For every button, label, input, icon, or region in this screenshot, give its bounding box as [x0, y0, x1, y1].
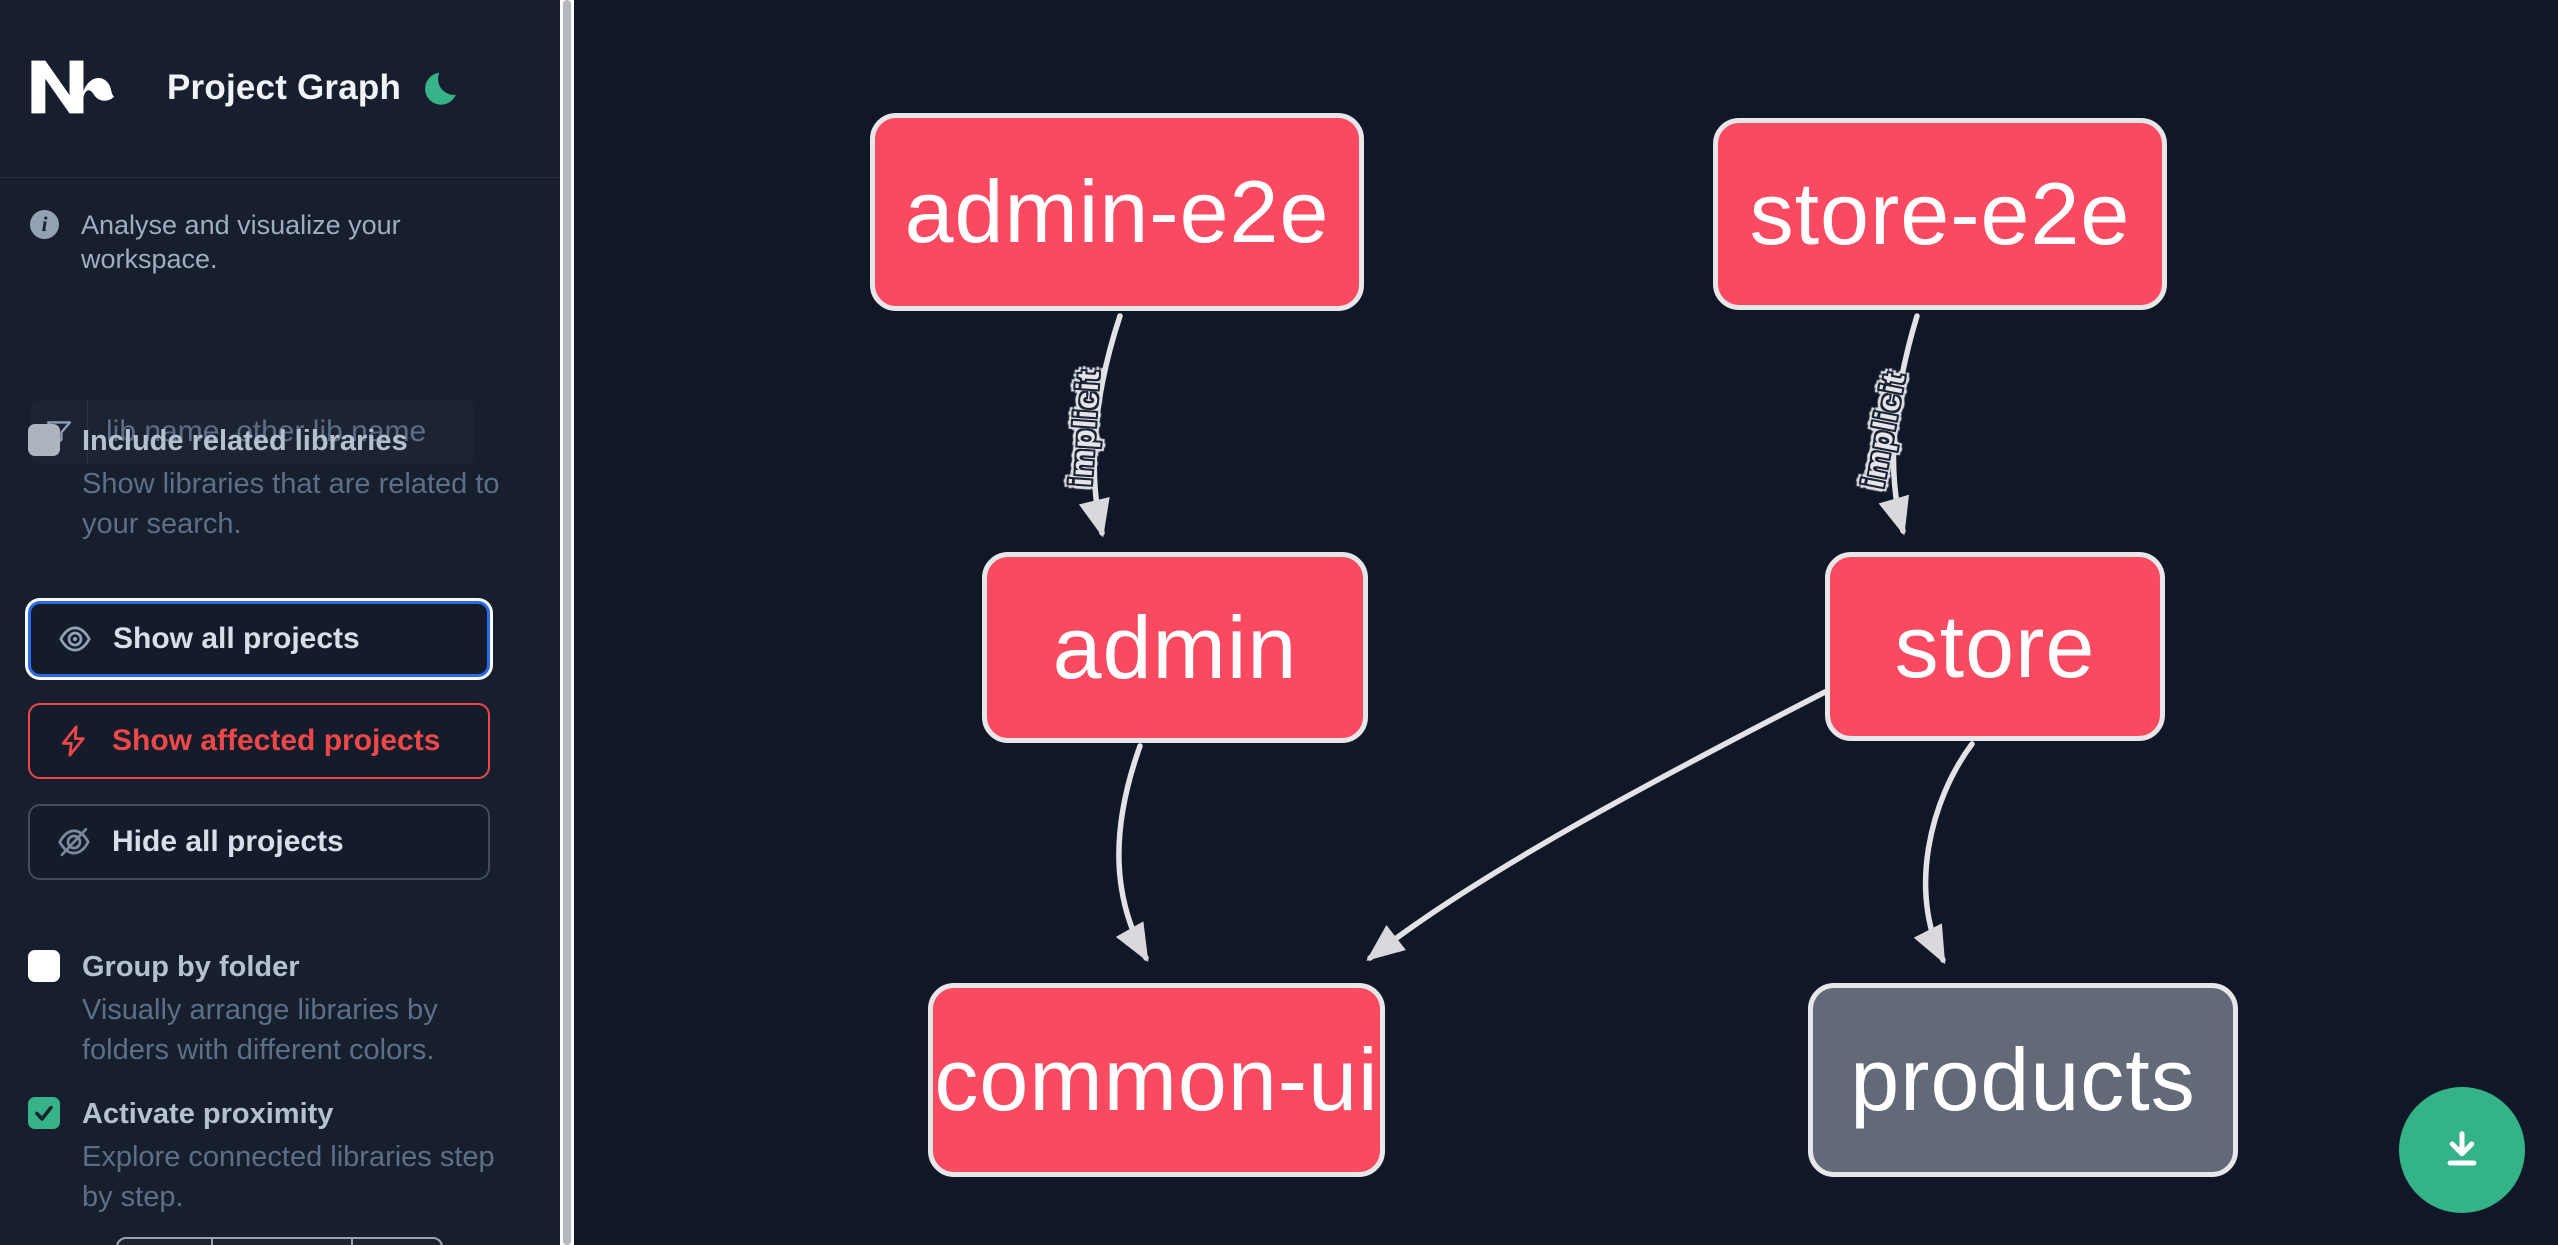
search-input[interactable] [88, 400, 475, 464]
graph-node-admin[interactable]: admin [982, 552, 1368, 743]
graph-node-store-e2e[interactable]: store-e2e [1713, 118, 2167, 310]
node-label: common-ui [934, 1030, 1379, 1129]
toggle-label[interactable]: Include related libraries [82, 425, 408, 457]
eye-off-icon [58, 827, 90, 857]
sidebar: Project Graph i Analyse and visualize yo… [0, 0, 560, 1245]
graph-node-common-ui[interactable]: common-ui [928, 983, 1385, 1177]
edge-store-to-common-ui [1366, 689, 1828, 961]
search-box [30, 400, 475, 464]
edge-admin-e2e-to-admin [1078, 313, 1123, 538]
edge-store-e2e-to-store [1878, 313, 1920, 536]
toggle-description: Explore connected libraries step by step… [82, 1141, 495, 1213]
scrollbar-thumb[interactable] [563, 0, 571, 1245]
toggle-label[interactable]: Group by folder [82, 951, 300, 983]
node-label: store [1894, 596, 2096, 696]
button-label: Hide all projects [112, 825, 344, 858]
sidebar-header: Project Graph [0, 0, 560, 178]
graph-node-products[interactable]: products [1808, 983, 2238, 1177]
button-label: Show affected projects [112, 724, 441, 757]
toggle-description: Show libraries that are related to your … [82, 468, 500, 540]
graph-edges [1078, 313, 1975, 965]
activate-proximity-checkbox[interactable] [28, 1097, 60, 1129]
bolt-icon [61, 725, 85, 757]
graph-node-store[interactable]: store [1825, 552, 2165, 741]
button-label: Show all projects [113, 622, 360, 655]
graph-node-admin-e2e[interactable]: admin-e2e [870, 113, 1364, 311]
node-label: products [1850, 1030, 2196, 1129]
eye-icon [59, 626, 91, 652]
node-label: admin [1052, 597, 1298, 697]
info-text: Analyse and visualize your workspace. [81, 210, 401, 274]
nx-logo [31, 60, 115, 114]
dark-mode-toggle-moon-icon[interactable] [422, 68, 462, 108]
download-button[interactable] [2399, 1087, 2525, 1213]
show-affected-projects-button[interactable]: Show affected projects [28, 703, 490, 779]
toggle-label[interactable]: Activate proximity [82, 1098, 334, 1130]
toggle-description: Visually arrange libraries by folders wi… [82, 994, 438, 1066]
hide-all-projects-button[interactable]: Hide all projects [28, 804, 490, 880]
show-all-projects-button[interactable]: Show all projects [28, 601, 490, 677]
edge-store-to-products [1913, 741, 1975, 965]
header-divider [0, 177, 560, 178]
include-related-checkbox[interactable] [28, 424, 60, 456]
workspace-info: i Analyse and visualize your workspace. [30, 208, 530, 276]
page-title: Project Graph [167, 68, 402, 107]
node-label: store-e2e [1749, 164, 2131, 263]
node-label: admin-e2e [904, 162, 1330, 261]
edge-admin-to-common-ui [1115, 743, 1149, 963]
info-icon: i [30, 210, 59, 239]
sidebar-scrollbar[interactable] [560, 0, 574, 1245]
check-icon [35, 1105, 53, 1121]
download-icon [2447, 1131, 2477, 1166]
proximity-stepper[interactable] [116, 1237, 443, 1245]
group-by-folder-checkbox[interactable] [28, 950, 60, 982]
